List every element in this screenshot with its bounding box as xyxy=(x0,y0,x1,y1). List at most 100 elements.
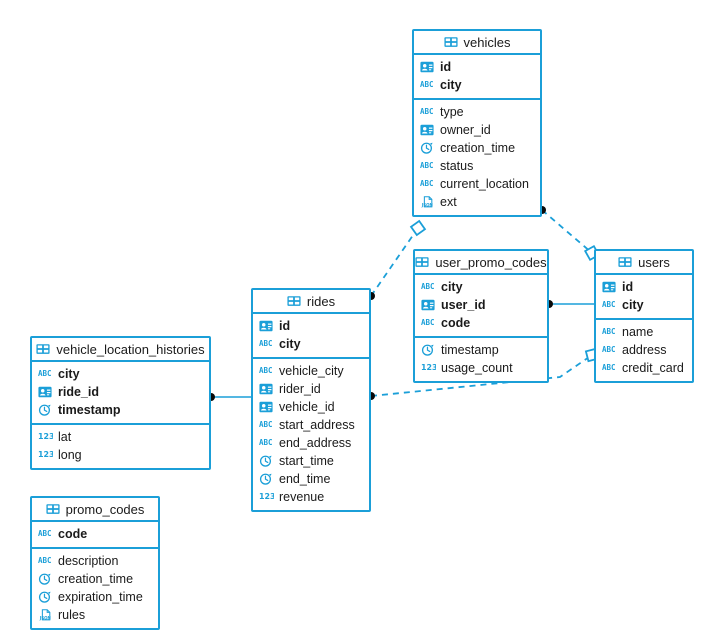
key-id-icon xyxy=(259,400,273,414)
abc-text-icon: ABC xyxy=(259,436,273,450)
svg-text:123: 123 xyxy=(38,432,53,441)
field-label: address xyxy=(622,343,667,357)
abc-text-icon: ABC xyxy=(420,177,434,191)
field-row[interactable]: user_id xyxy=(415,296,547,314)
svg-text:ABC: ABC xyxy=(38,369,52,378)
svg-text:ABC: ABC xyxy=(259,339,273,348)
table-grid-icon xyxy=(415,255,429,269)
svg-text:ABC: ABC xyxy=(421,318,435,327)
field-row[interactable]: timestamp xyxy=(415,341,547,359)
table-header-vehicle_location_histories[interactable]: vehicle_location_histories xyxy=(32,338,209,362)
field-label: name xyxy=(622,325,654,339)
field-label: rules xyxy=(58,608,86,622)
field-label: status xyxy=(440,159,474,173)
clock-icon xyxy=(259,454,273,468)
relationship-line xyxy=(541,209,593,254)
table-header-promo_codes[interactable]: promo_codes xyxy=(32,498,158,522)
field-row[interactable]: ABC description xyxy=(32,552,158,570)
key-id-icon xyxy=(421,298,435,312)
field-label: description xyxy=(58,554,119,568)
field-row[interactable]: ABC start_address xyxy=(253,416,369,434)
abc-text-icon: ABC xyxy=(259,418,273,432)
field-row[interactable]: expiration_time xyxy=(32,588,158,606)
field-label: city xyxy=(441,280,463,294)
field-row[interactable]: creation_time xyxy=(32,570,158,588)
field-row[interactable]: timestamp xyxy=(32,401,209,419)
clock-icon xyxy=(420,141,434,155)
clock-icon xyxy=(421,343,435,357)
field-label: start_address xyxy=(279,418,355,432)
key-id-icon xyxy=(259,382,273,396)
table-header-vehicles[interactable]: vehicles xyxy=(414,31,540,55)
field-row[interactable]: owner_id xyxy=(414,121,540,139)
field-label: id xyxy=(440,60,452,74)
field-label: end_time xyxy=(279,472,331,486)
abc-text-icon: ABC xyxy=(38,554,52,568)
field-label: start_time xyxy=(279,454,334,468)
table-name-label: users xyxy=(638,254,670,270)
svg-text:JSON: JSON xyxy=(39,615,51,620)
svg-text:ABC: ABC xyxy=(420,107,434,116)
field-row[interactable]: id xyxy=(414,58,540,76)
field-row[interactable]: ride_id xyxy=(32,383,209,401)
field-row[interactable]: end_time xyxy=(253,470,369,488)
field-label: type xyxy=(440,105,464,119)
clock-icon xyxy=(259,472,273,486)
abc-text-icon: ABC xyxy=(602,325,616,339)
table-header-user_promo_codes[interactable]: user_promo_codes xyxy=(415,251,547,275)
one-end-square-marker xyxy=(409,219,427,237)
field-label: ext xyxy=(440,195,457,209)
field-label: rider_id xyxy=(279,382,321,396)
field-label: ride_id xyxy=(58,385,99,399)
field-row[interactable]: vehicle_id xyxy=(253,398,369,416)
field-label: user_id xyxy=(441,298,486,312)
json-icon: JSON xyxy=(38,608,52,622)
field-row[interactable]: ABC name xyxy=(596,323,692,341)
field-row[interactable]: creation_time xyxy=(414,139,540,157)
table-name-label: promo_codes xyxy=(65,501,145,517)
field-row[interactable]: ABC code xyxy=(32,525,158,543)
svg-text:ABC: ABC xyxy=(38,529,52,538)
field-label: credit_card xyxy=(622,361,684,375)
field-row[interactable]: start_time xyxy=(253,452,369,470)
field-label: owner_id xyxy=(440,123,491,137)
field-row[interactable]: id xyxy=(596,278,692,296)
number-icon: 123 xyxy=(421,361,436,375)
table-name-label: vehicles xyxy=(463,34,511,50)
field-label: code xyxy=(58,527,88,541)
field-row[interactable]: JSON rules xyxy=(32,606,158,624)
field-row[interactable]: ABC type xyxy=(414,103,540,121)
field-row[interactable]: id xyxy=(253,317,369,335)
table-header-users[interactable]: users xyxy=(596,251,692,275)
field-label: timestamp xyxy=(441,343,499,357)
abc-text-icon: ABC xyxy=(38,527,52,541)
table-header-rides[interactable]: rides xyxy=(253,290,369,314)
field-row[interactable]: rider_id xyxy=(253,380,369,398)
